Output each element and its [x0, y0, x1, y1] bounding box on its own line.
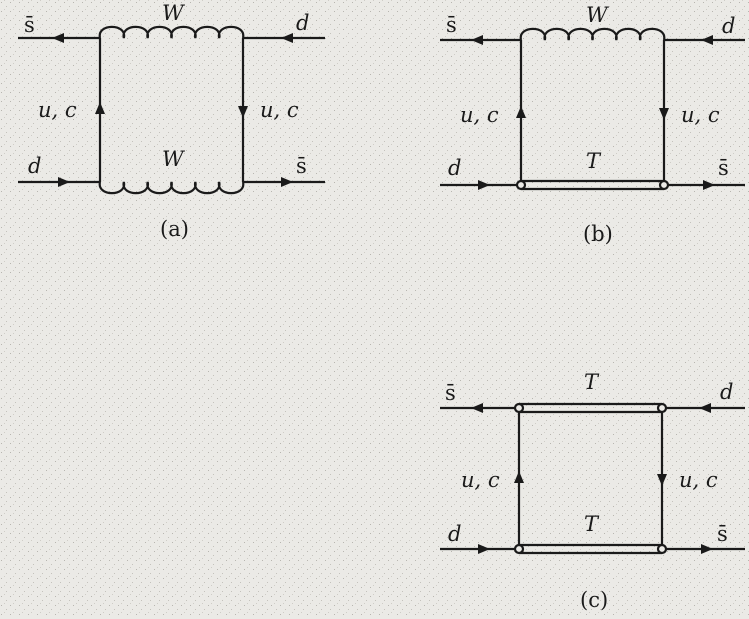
- w-propagator-top-b: [519, 27, 666, 41]
- arrows-c: [471, 403, 713, 554]
- vertex-node: [656, 402, 668, 414]
- arrow-down-icon: [657, 474, 667, 486]
- top-right-label: d: [720, 380, 733, 404]
- bottom-left-label: d: [448, 522, 461, 546]
- left-quarks-label: u, c: [38, 98, 77, 122]
- bottom-right-label: s̄: [718, 156, 729, 180]
- bottom-left-label: d: [28, 154, 41, 178]
- arrow-right-icon: [58, 177, 70, 187]
- vertex-node: [656, 543, 668, 555]
- arrow-left-icon: [471, 35, 483, 45]
- bottom-propagator-label: T: [584, 512, 600, 536]
- arrow-left-icon: [471, 403, 483, 413]
- diagram-c: [440, 402, 745, 555]
- vertex-node: [513, 402, 525, 414]
- vertex-node: [515, 179, 527, 191]
- caption-c: (c): [580, 588, 608, 612]
- arrow-left-icon: [699, 403, 711, 413]
- caption-a: (a): [160, 217, 189, 241]
- arrows-a: [52, 33, 293, 187]
- vertex-node: [513, 543, 525, 555]
- bottom-left-label: d: [448, 156, 461, 180]
- arrow-left-icon: [281, 33, 293, 43]
- vertex-node: [658, 179, 670, 191]
- arrow-down-icon: [659, 108, 669, 120]
- bottom-propagator-label: T: [586, 149, 602, 173]
- top-left-label: s̄: [445, 381, 456, 405]
- w-propagator-bottom-a: [98, 181, 245, 195]
- arrow-right-icon: [701, 544, 713, 554]
- top-propagator-label: T: [584, 370, 600, 394]
- arrow-right-icon: [478, 544, 490, 554]
- arrow-up-icon: [514, 471, 524, 483]
- right-quarks-label: u, c: [679, 468, 718, 492]
- bottom-right-label: s̄: [296, 154, 307, 178]
- arrow-down-icon: [238, 106, 248, 118]
- arrow-left-icon: [701, 35, 713, 45]
- arrow-left-icon: [52, 33, 64, 43]
- left-quarks-label: u, c: [460, 103, 499, 127]
- arrow-up-icon: [95, 102, 105, 114]
- arrows-b: [471, 35, 715, 190]
- right-quarks-label: u, c: [260, 98, 299, 122]
- bottom-right-label: s̄: [717, 522, 728, 546]
- arrow-right-icon: [478, 180, 490, 190]
- top-right-label: d: [296, 11, 309, 35]
- right-quarks-label: u, c: [681, 103, 720, 127]
- arrow-up-icon: [516, 106, 526, 118]
- arrow-right-icon: [703, 180, 715, 190]
- caption-b: (b): [583, 222, 613, 246]
- labels-a: s̄ d d s̄ W W u, c u, c (a): [24, 1, 309, 241]
- top-right-label: d: [722, 14, 735, 38]
- top-left-label: s̄: [446, 13, 457, 37]
- arrow-right-icon: [281, 177, 293, 187]
- w-propagator-top-a: [98, 25, 245, 39]
- top-left-label: s̄: [24, 13, 35, 37]
- labels-b: s̄ d d s̄ W T u, c u, c (b): [446, 3, 735, 246]
- left-quarks-label: u, c: [461, 468, 500, 492]
- top-propagator-label: W: [586, 3, 610, 27]
- labels-c: s̄ d d s̄ T T u, c u, c (c): [445, 370, 733, 612]
- bottom-propagator-label: W: [162, 147, 186, 171]
- top-propagator-label: W: [162, 1, 186, 25]
